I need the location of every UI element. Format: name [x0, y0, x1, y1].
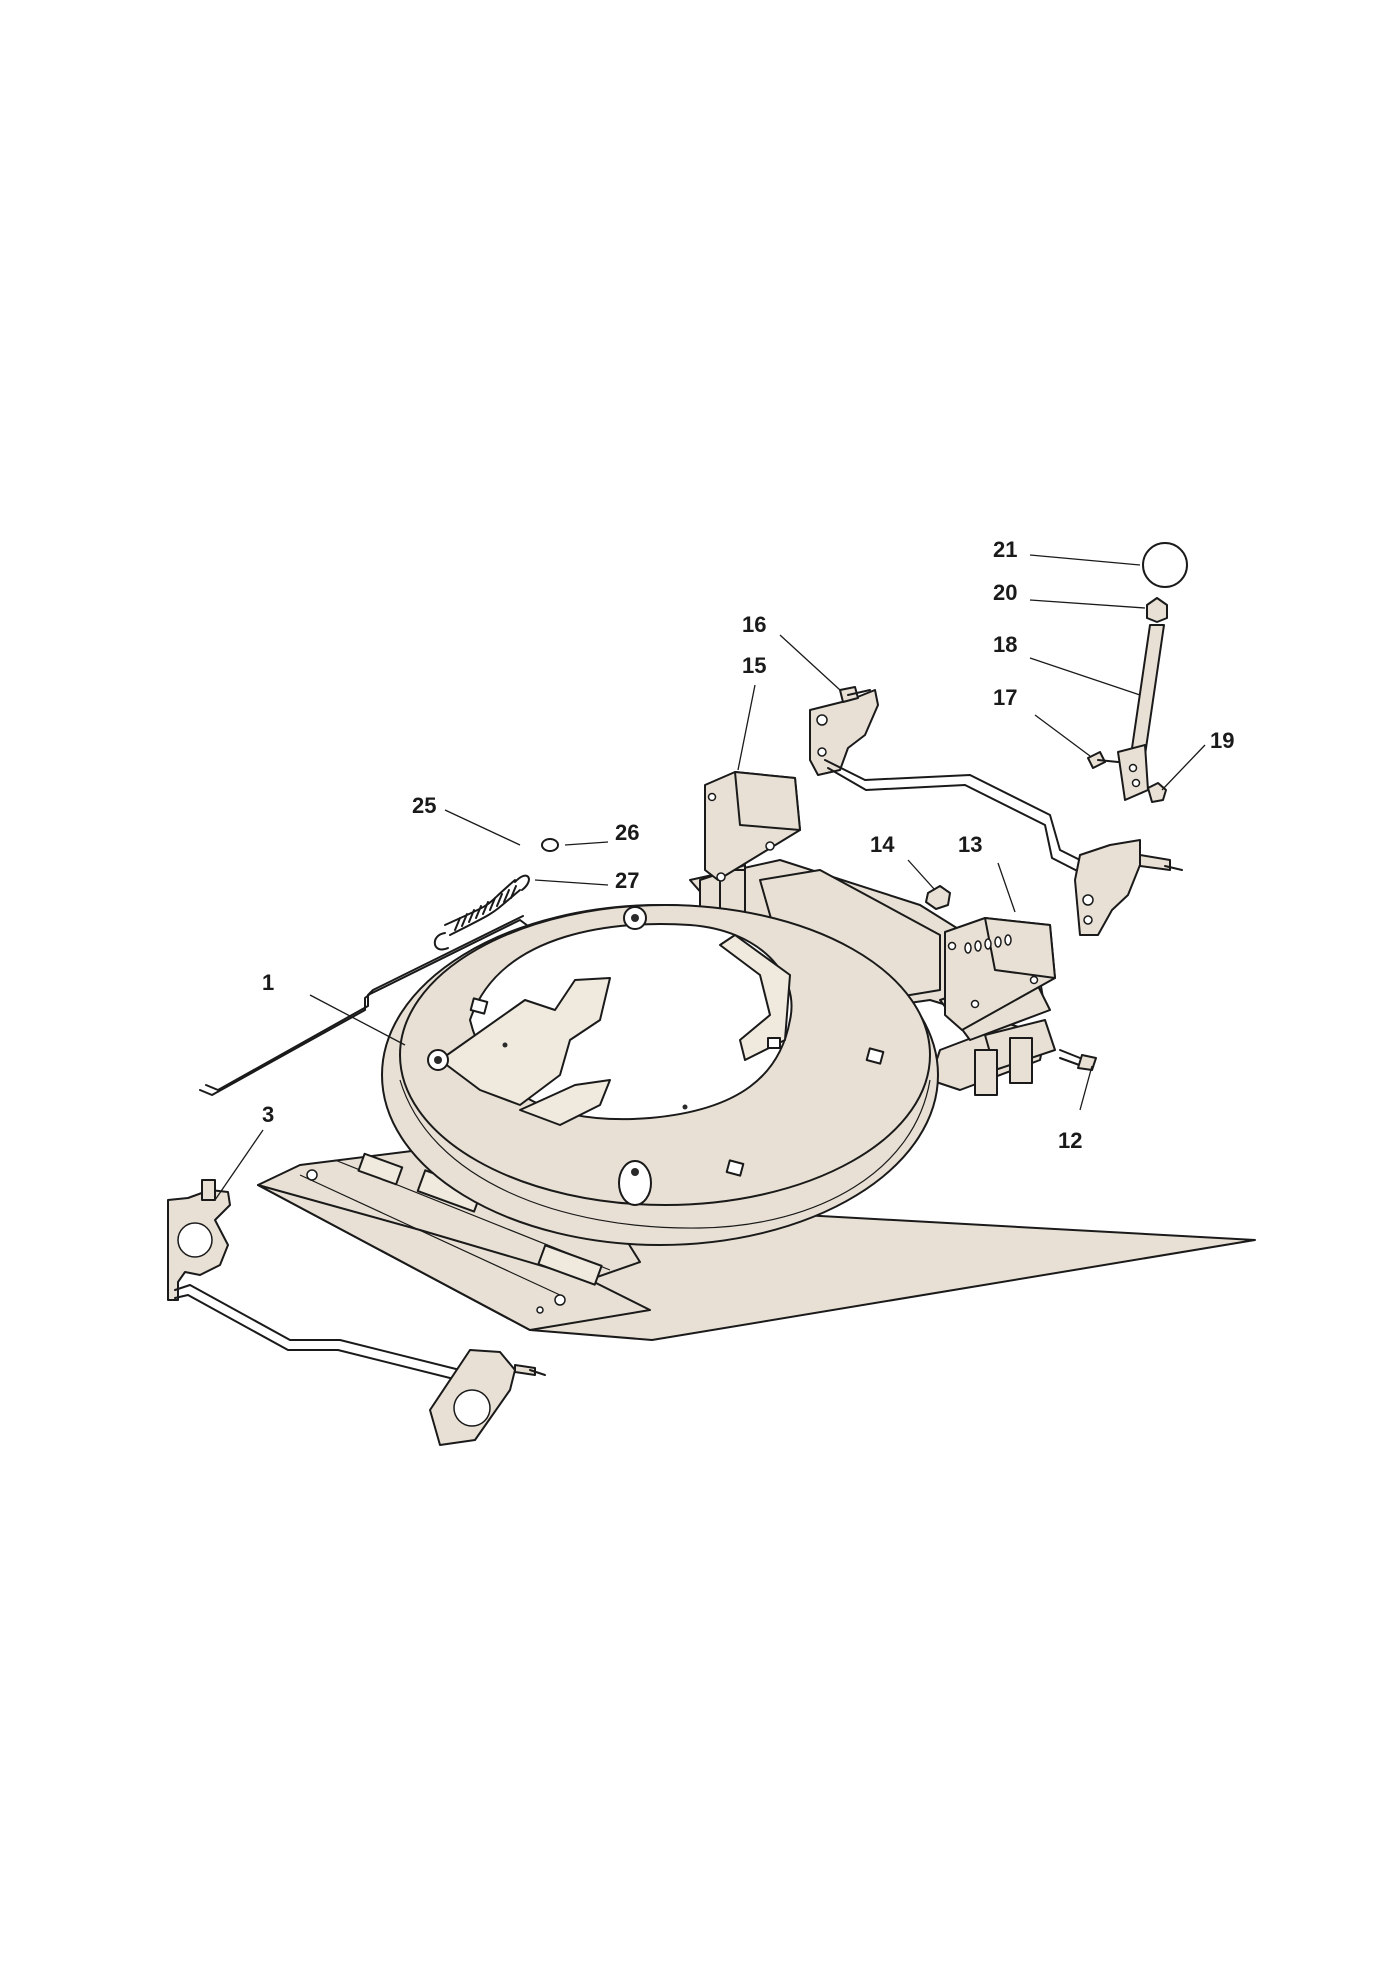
callout-27: 27: [615, 868, 639, 893]
callout-16: 16: [742, 612, 766, 637]
front-flap-plate: [257, 1149, 1256, 1341]
callout-26: 26: [615, 820, 639, 845]
callout-3: 3: [262, 1102, 274, 1127]
nut-14: [925, 885, 951, 910]
deck-bolt: [623, 906, 647, 930]
callout-25: 25: [412, 793, 436, 818]
mower-deck-housing: [381, 904, 939, 1246]
knob-21: [1142, 542, 1188, 588]
callout-12: 12: [1058, 1128, 1082, 1153]
callout-19: 19: [1210, 728, 1234, 753]
callout-21: 21: [993, 537, 1017, 562]
callout-14: 14: [870, 832, 895, 857]
height-adjust-lever: [1087, 542, 1188, 803]
bolt-12: [1059, 1049, 1097, 1071]
rear-axle-lever: [809, 689, 1183, 936]
bolt-17: [1087, 751, 1106, 769]
callout-1: 1: [262, 970, 274, 995]
bolt-16: [839, 686, 871, 703]
baffle-plate-15: [704, 771, 801, 882]
callout-labels: 1 3 12 13 14 15 16 17 18 19 20 21 25 26 …: [262, 537, 1234, 1153]
deck-bolt: [427, 1049, 449, 1071]
callout-18: 18: [993, 632, 1017, 657]
front-axle-lever: [167, 1179, 546, 1446]
callout-15: 15: [742, 653, 766, 678]
callout-20: 20: [993, 580, 1017, 605]
nut-19: [1147, 782, 1167, 803]
callout-17: 17: [993, 685, 1017, 710]
spring-27: [433, 874, 530, 951]
rod-25: [199, 915, 529, 1096]
nut-20: [1146, 597, 1168, 623]
callout-13: 13: [958, 832, 982, 857]
washer-26: [541, 838, 559, 852]
leader-lines: [214, 554, 1206, 1201]
baffle-plate-13: [944, 917, 1056, 1031]
